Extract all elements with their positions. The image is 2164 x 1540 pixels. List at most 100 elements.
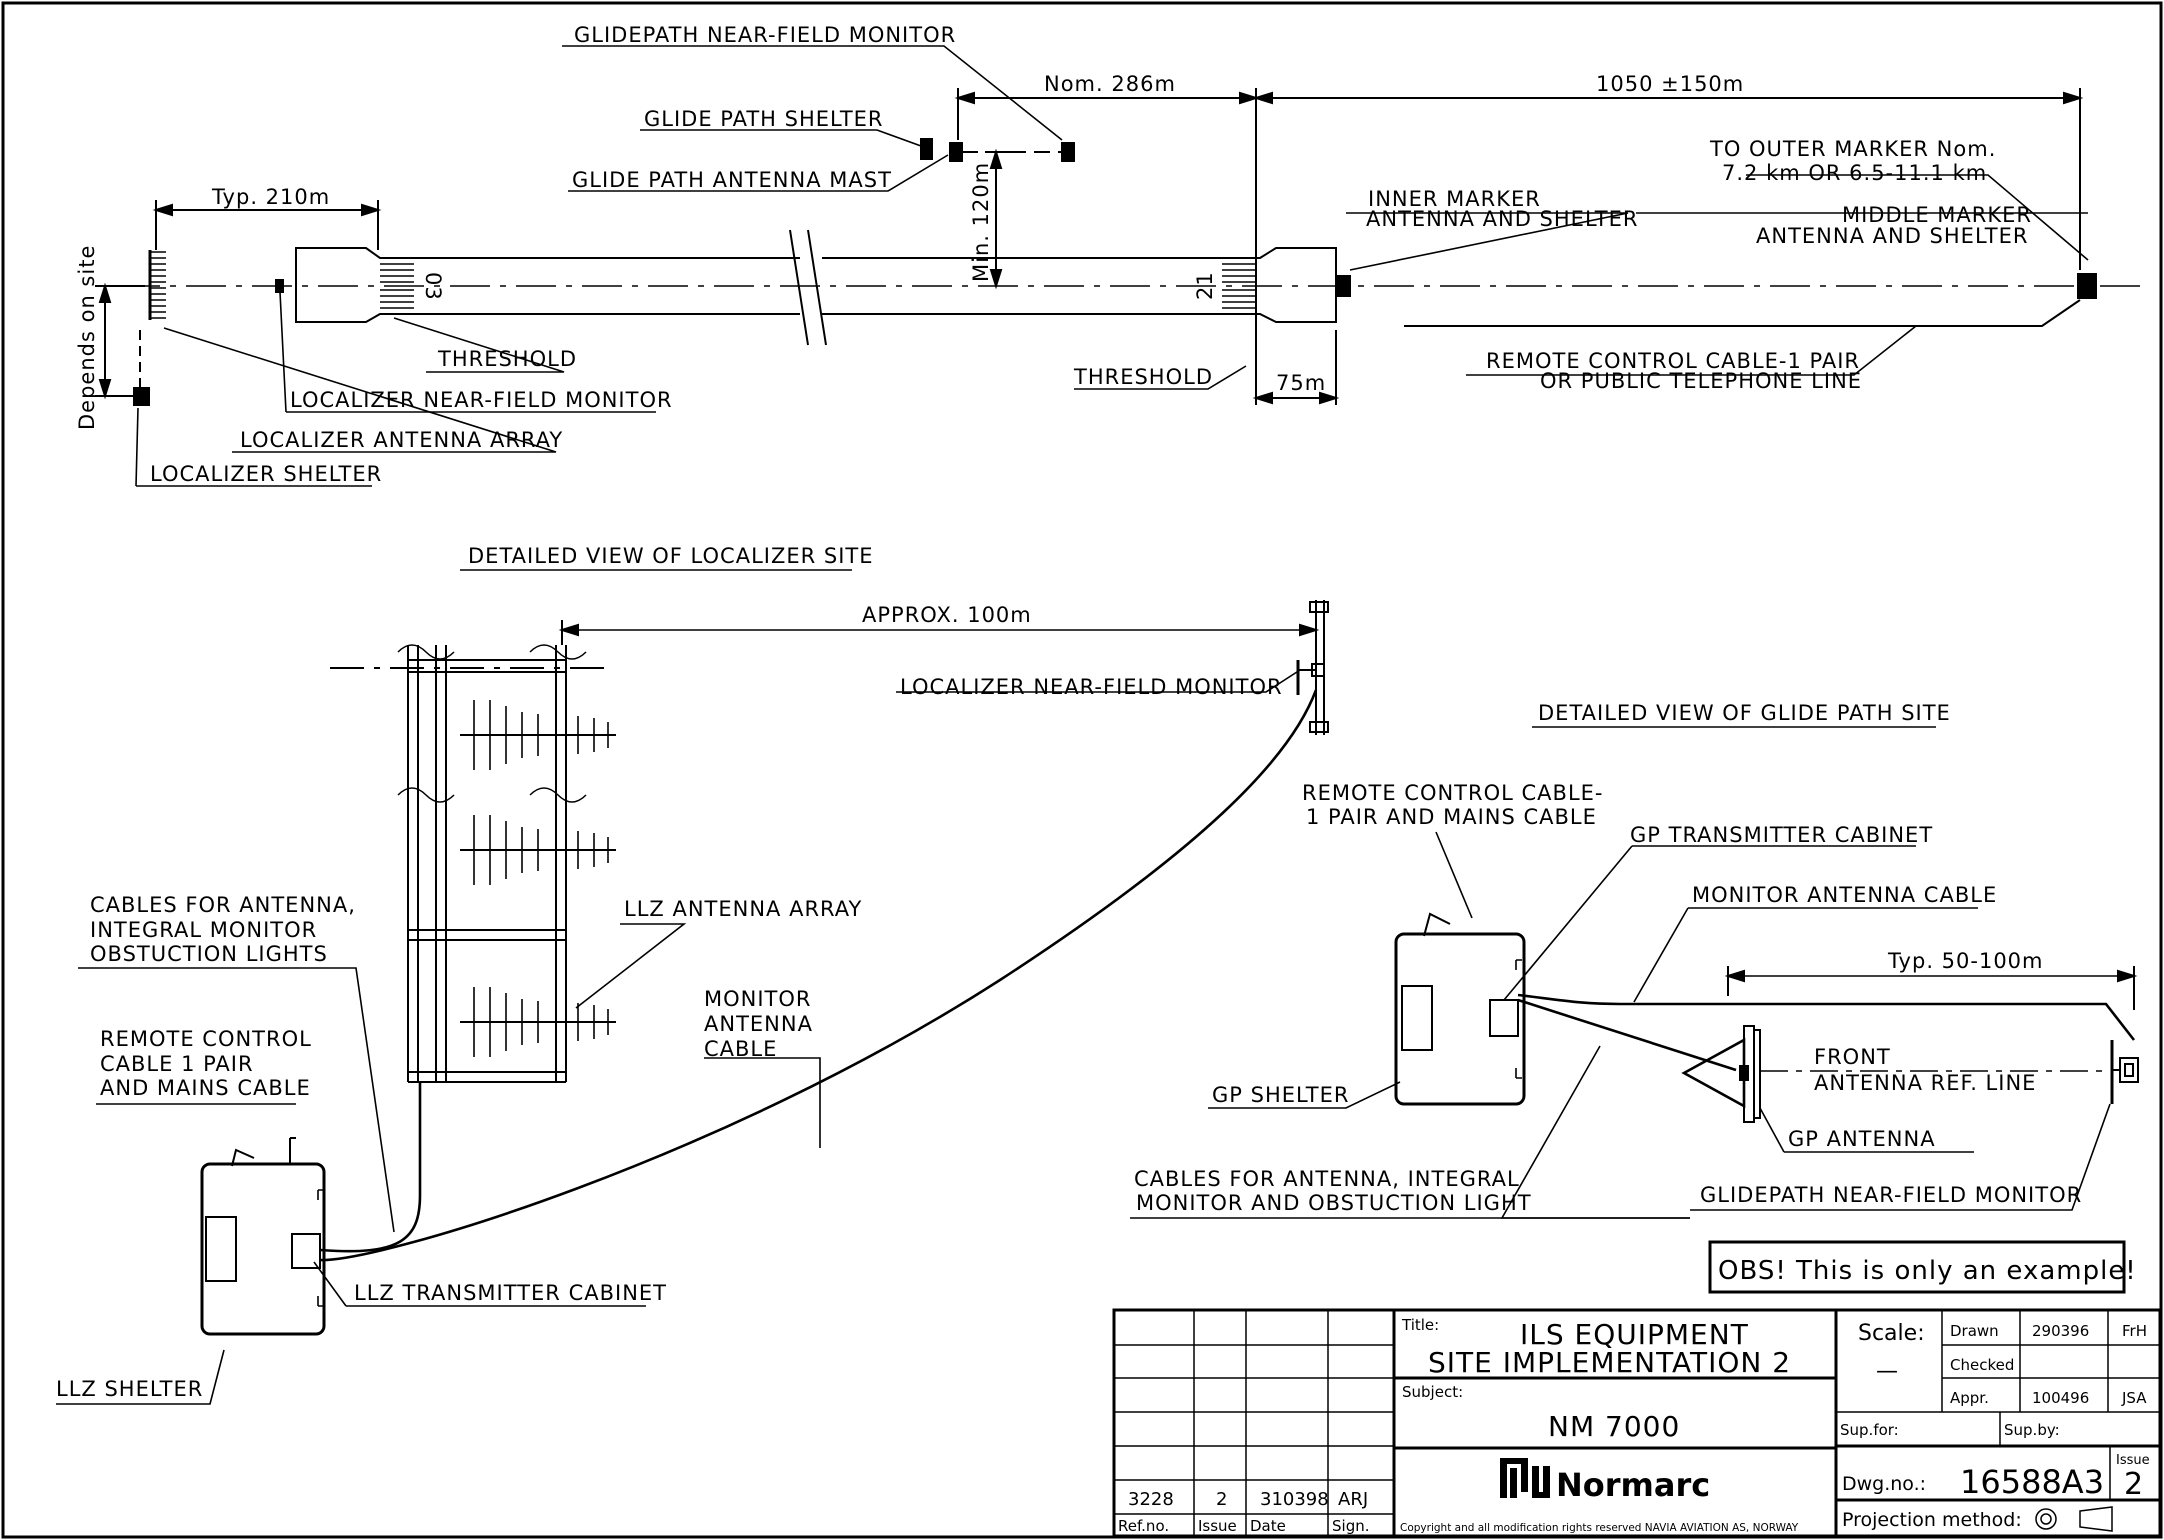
gp-detail-leaders xyxy=(1130,831,2111,1219)
copyright: Copyright and all modification rights re… xyxy=(1400,1522,1799,1534)
label-approx-100: APPROX. 100m xyxy=(862,603,1032,627)
scale-label: Scale: xyxy=(1858,1321,1925,1346)
label-llz-antenna-array: LLZ ANTENNA ARRAY xyxy=(624,897,862,921)
title-block-text: 3228 2 310398 ARJ Ref.no. Issue Date Sig… xyxy=(1118,1316,2150,1535)
label-1050: 1050 ±150m xyxy=(1596,72,1744,96)
obs-note-box xyxy=(1708,1240,2126,1294)
label-gp-remote-1: REMOTE CONTROL CABLE- xyxy=(1302,781,1604,805)
title-line-1: ILS EQUIPMENT xyxy=(1520,1318,1749,1351)
label-gp-tx-cabinet: GP TRANSMITTER CABINET xyxy=(1630,823,1933,847)
label-remote-cable-1: REMOTE CONTROL CABLE-1 PAIR xyxy=(1486,349,1860,373)
label-gp-cables-2: MONITOR AND OBSTUCTION LIGHT xyxy=(1136,1191,1532,1215)
issue-number: 2 xyxy=(2124,1467,2143,1502)
label-loc-remote-3: AND MAINS CABLE xyxy=(100,1076,311,1100)
loc-detail-leaders xyxy=(56,669,1301,1405)
label-gp-shelter: GP SHELTER xyxy=(1212,1083,1350,1107)
rev-ref: 3228 xyxy=(1128,1489,1174,1510)
dwg-number: 16588A3 xyxy=(1960,1463,2104,1501)
label-outer-marker-1: TO OUTER MARKER Nom. xyxy=(1709,137,1996,161)
label-loc-cables-2: INTEGRAL MONITOR xyxy=(90,918,317,942)
label-gp-monitor-cable: MONITOR ANTENNA CABLE xyxy=(1692,883,1997,907)
rev-date: 310398 xyxy=(1260,1489,1329,1510)
loc-detail-heading: DETAILED VIEW OF LOCALIZER SITE xyxy=(468,544,874,568)
label-llz-tx-cabinet: LLZ TRANSMITTER CABINET xyxy=(354,1281,667,1305)
subject-label: Subject: xyxy=(1402,1383,1463,1401)
overview-labels: GLIDEPATH NEAR-FIELD MONITOR GLIDE PATH … xyxy=(75,23,2032,486)
drawn-label: Drawn xyxy=(1950,1322,1999,1340)
label-loc-monitor-2: ANTENNA xyxy=(704,1012,813,1036)
rev-header-ref: Ref.no. xyxy=(1118,1517,1169,1535)
overview-layout xyxy=(95,88,2140,406)
label-gp-antenna: GP ANTENNA xyxy=(1788,1127,1936,1151)
label-loc-monitor-3: CABLE xyxy=(704,1037,777,1061)
label-loc-detail-nf-monitor: LOCALIZER NEAR-FIELD MONITOR xyxy=(900,675,1283,699)
appr-label: Appr. xyxy=(1950,1389,1989,1407)
label-gp-cables-1: CABLES FOR ANTENNA, INTEGRAL xyxy=(1134,1167,1520,1191)
loc-antenna-array-structure xyxy=(330,644,616,1083)
appr-by: JSA xyxy=(2121,1389,2147,1407)
label-threshold-right: THRESHOLD xyxy=(1073,365,1213,389)
label-gp-shelter: GLIDE PATH SHELTER xyxy=(644,107,884,131)
label-gp-remote-2: 1 PAIR AND MAINS CABLE xyxy=(1306,805,1597,829)
drawn-date: 290396 xyxy=(2032,1322,2089,1340)
label-middle-marker-1: MIDDLE MARKER xyxy=(1842,203,2032,227)
label-inner-marker-2: ANTENNA AND SHELTER xyxy=(1366,207,1638,231)
subject-value: NM 7000 xyxy=(1548,1410,1680,1443)
label-llz-shelter: LLZ SHELTER xyxy=(56,1377,203,1401)
label-rwy-03: 03 xyxy=(421,272,445,301)
label-inner-marker-1: INNER MARKER xyxy=(1368,187,1541,211)
title-label: Title: xyxy=(1401,1316,1439,1334)
label-loc-remote-2: CABLE 1 PAIR xyxy=(100,1052,254,1076)
rev-header-date: Date xyxy=(1250,1517,1286,1535)
label-threshold-left: THRESHOLD xyxy=(437,347,577,371)
dwg-label: Dwg.no.: xyxy=(1842,1473,1926,1495)
label-gp-antenna-mast: GLIDE PATH ANTENNA MAST xyxy=(572,168,892,192)
gp-detail-labels: REMOTE CONTROL CABLE- 1 PAIR AND MAINS C… xyxy=(1134,781,2082,1215)
label-loc-cables-1: CABLES FOR ANTENNA, xyxy=(90,893,356,917)
label-loc-remote-1: REMOTE CONTROL xyxy=(100,1027,312,1051)
overview-leaders xyxy=(135,45,2089,487)
obs-note: OBS! This is only an example! xyxy=(1718,1256,2137,1286)
label-loc-nf-monitor: LOCALIZER NEAR-FIELD MONITOR xyxy=(290,388,673,412)
label-loc-cables-3: OBSTUCTION LIGHTS xyxy=(90,942,328,966)
label-gp-nf-monitor-detail: GLIDEPATH NEAR-FIELD MONITOR xyxy=(1700,1183,2082,1207)
projection-label: Projection method: xyxy=(1842,1509,2022,1531)
label-nom-286: Nom. 286m xyxy=(1044,72,1176,96)
label-middle-marker-2: ANTENNA AND SHELTER xyxy=(1756,224,2028,248)
label-front-1: FRONT xyxy=(1814,1045,1891,1069)
title-line-2: SITE IMPLEMENTATION 2 xyxy=(1428,1346,1791,1379)
sup-by: Sup.by: xyxy=(2004,1421,2060,1439)
label-depends-on-site: Depends on site xyxy=(75,245,99,430)
normarc-logo-icon xyxy=(1500,1458,1550,1498)
label-min-120: Min. 120m xyxy=(969,162,993,282)
rev-sign: ARJ xyxy=(1338,1489,1368,1510)
label-loc-monitor-1: MONITOR xyxy=(704,987,812,1011)
loc-detail-labels: APPROX. 100m LOCALIZER NEAR-FIELD MONITO… xyxy=(56,603,1283,1401)
title-block-lines xyxy=(1112,1308,2162,1538)
label-gp-nf-monitor: GLIDEPATH NEAR-FIELD MONITOR xyxy=(574,23,956,47)
appr-date: 100496 xyxy=(2032,1389,2089,1407)
drawn-by: FrH xyxy=(2122,1322,2147,1340)
sup-for: Sup.for: xyxy=(1840,1421,1899,1439)
label-loc-antenna-array: LOCALIZER ANTENNA ARRAY xyxy=(240,428,563,452)
scale-value: — xyxy=(1876,1359,1898,1384)
label-loc-shelter: LOCALIZER SHELTER xyxy=(150,462,382,486)
rev-issue: 2 xyxy=(1216,1489,1227,1510)
gp-site-details xyxy=(1394,912,2139,1123)
label-outer-marker-2: 7.2 km OR 6.5-11.1 km xyxy=(1722,161,1987,185)
gp-detail-heading: DETAILED VIEW OF GLIDE PATH SITE xyxy=(1538,701,1951,725)
company-name: Normarc xyxy=(1556,1466,1710,1504)
loc-site-details xyxy=(200,600,1329,1336)
rev-header-issue: Issue xyxy=(1198,1517,1237,1535)
issue-label: Issue xyxy=(2116,1453,2150,1468)
label-75m: 75m xyxy=(1276,371,1326,395)
label-typ-50-100: Typ. 50-100m xyxy=(1887,949,2044,973)
checked-label: Checked xyxy=(1950,1356,2014,1374)
rev-header-sign: Sign. xyxy=(1332,1517,1370,1535)
label-remote-cable-2: OR PUBLIC TELEPHONE LINE xyxy=(1540,369,1862,393)
label-rwy-21: 21 xyxy=(1193,271,1217,300)
label-typ-210: Typ. 210m xyxy=(211,185,330,209)
label-front-2: ANTENNA REF. LINE xyxy=(1814,1071,2036,1095)
